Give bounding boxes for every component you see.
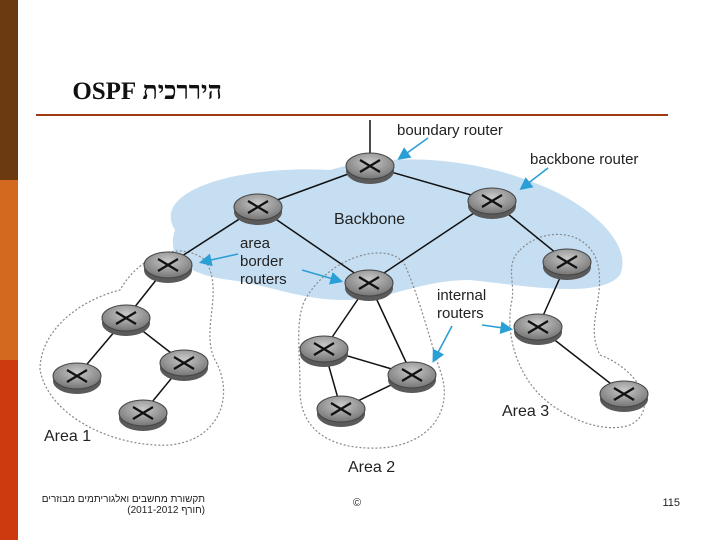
area2-label: Area 2 — [348, 459, 395, 476]
router-area2-b — [387, 361, 437, 393]
side-bar-top — [0, 0, 18, 180]
routers — [52, 152, 649, 431]
area1-boundary — [39, 250, 225, 446]
arrow-abr-area2 — [301, 269, 344, 285]
backbone-router-label: backbone router — [530, 151, 638, 168]
area3-label: Area 3 — [502, 403, 549, 420]
footer-course: תקשורת מחשבים ואלגוריתמים מבוזרים (חורף … — [40, 494, 205, 516]
router-area1-c — [159, 349, 209, 381]
abr-label-line2: border — [240, 253, 283, 270]
router-backbone-left — [233, 193, 283, 225]
internal-label-line1: internal — [437, 287, 486, 304]
area3-boundary — [509, 233, 645, 429]
abr-label-line3: routers — [240, 271, 287, 288]
backbone-label: Backbone — [334, 211, 405, 228]
link — [368, 200, 493, 284]
footer-page-number: 115 — [662, 497, 680, 509]
abr-label-line1: area — [240, 235, 271, 252]
footer-course-line1: תקשורת מחשבים ואלגוריתמים מבוזרים — [41, 494, 205, 505]
boundary-router-label: boundary router — [397, 122, 503, 139]
arrow-backbone-router — [519, 167, 549, 190]
internal-label-line2: routers — [437, 305, 484, 322]
footer-course-line2: (חורף 2011-2012) — [127, 505, 205, 516]
router-area3-b — [599, 380, 649, 412]
arrow-boundary-router — [397, 137, 429, 160]
router-area3-a — [513, 313, 563, 345]
router-boundary — [345, 152, 395, 184]
area2-boundary — [298, 252, 445, 449]
callout-arrows — [198, 137, 549, 363]
backbone-region — [170, 159, 623, 300]
arrow-internal-area3 — [481, 321, 514, 334]
area1-label: Area 1 — [44, 428, 91, 445]
side-bar-bottom — [0, 360, 18, 540]
router-abr-area3 — [542, 248, 592, 280]
router-area1-b — [52, 362, 102, 394]
router-area1-a — [101, 304, 151, 336]
router-area1-d — [118, 399, 168, 431]
arrow-internal-area2 — [432, 325, 453, 363]
router-backbone-right — [467, 187, 517, 219]
arrow-abr-area1 — [198, 253, 239, 267]
side-bar-middle — [0, 180, 18, 360]
router-abr-area1 — [143, 251, 193, 283]
router-area2-c — [316, 395, 366, 427]
slide-title: היררכית OSPF — [72, 78, 222, 105]
title-rule — [36, 114, 668, 116]
footer-copyright: © — [353, 497, 362, 509]
router-abr-area2 — [344, 269, 394, 301]
router-area2-a — [299, 335, 349, 367]
